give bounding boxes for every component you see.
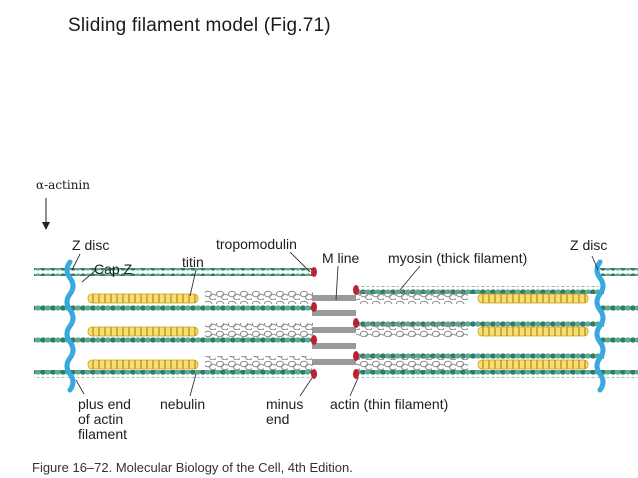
actin-label: actin (thin filament) — [330, 396, 449, 412]
leader-lines — [71, 251, 599, 397]
minus-end-caps — [311, 267, 359, 379]
myosin-label: myosin (thick filament) — [388, 250, 528, 266]
tropomodulin-label: tropomodulin — [216, 236, 297, 252]
m-line — [312, 295, 356, 365]
z-disc-right-label: Z disc — [570, 237, 608, 253]
figure-caption: Figure 16–72. Molecular Biology of the C… — [32, 460, 353, 475]
cap-z-label: Cap Z — [94, 261, 133, 277]
z-disc-left — [64, 259, 76, 393]
z-disc-right — [594, 259, 606, 393]
myosin-thick-filaments — [205, 290, 468, 370]
alpha-actinin-arrow — [42, 198, 50, 230]
actin-filaments-left — [34, 268, 314, 378]
z-disc-left-label: Z disc — [72, 237, 110, 253]
alpha-actinin-label: α-actinin — [36, 178, 90, 192]
titin-label: titin — [182, 254, 204, 270]
slide-title: Sliding filament model (Fig.71) — [68, 15, 331, 36]
plus-end-label: plus end of actin filament — [78, 396, 131, 442]
nebulin-label: nebulin — [160, 396, 206, 412]
actin-filaments-right — [356, 268, 638, 378]
m-line-label: M line — [322, 250, 360, 266]
titin-springs — [87, 293, 589, 370]
minus-end-label: minus end — [266, 396, 304, 427]
